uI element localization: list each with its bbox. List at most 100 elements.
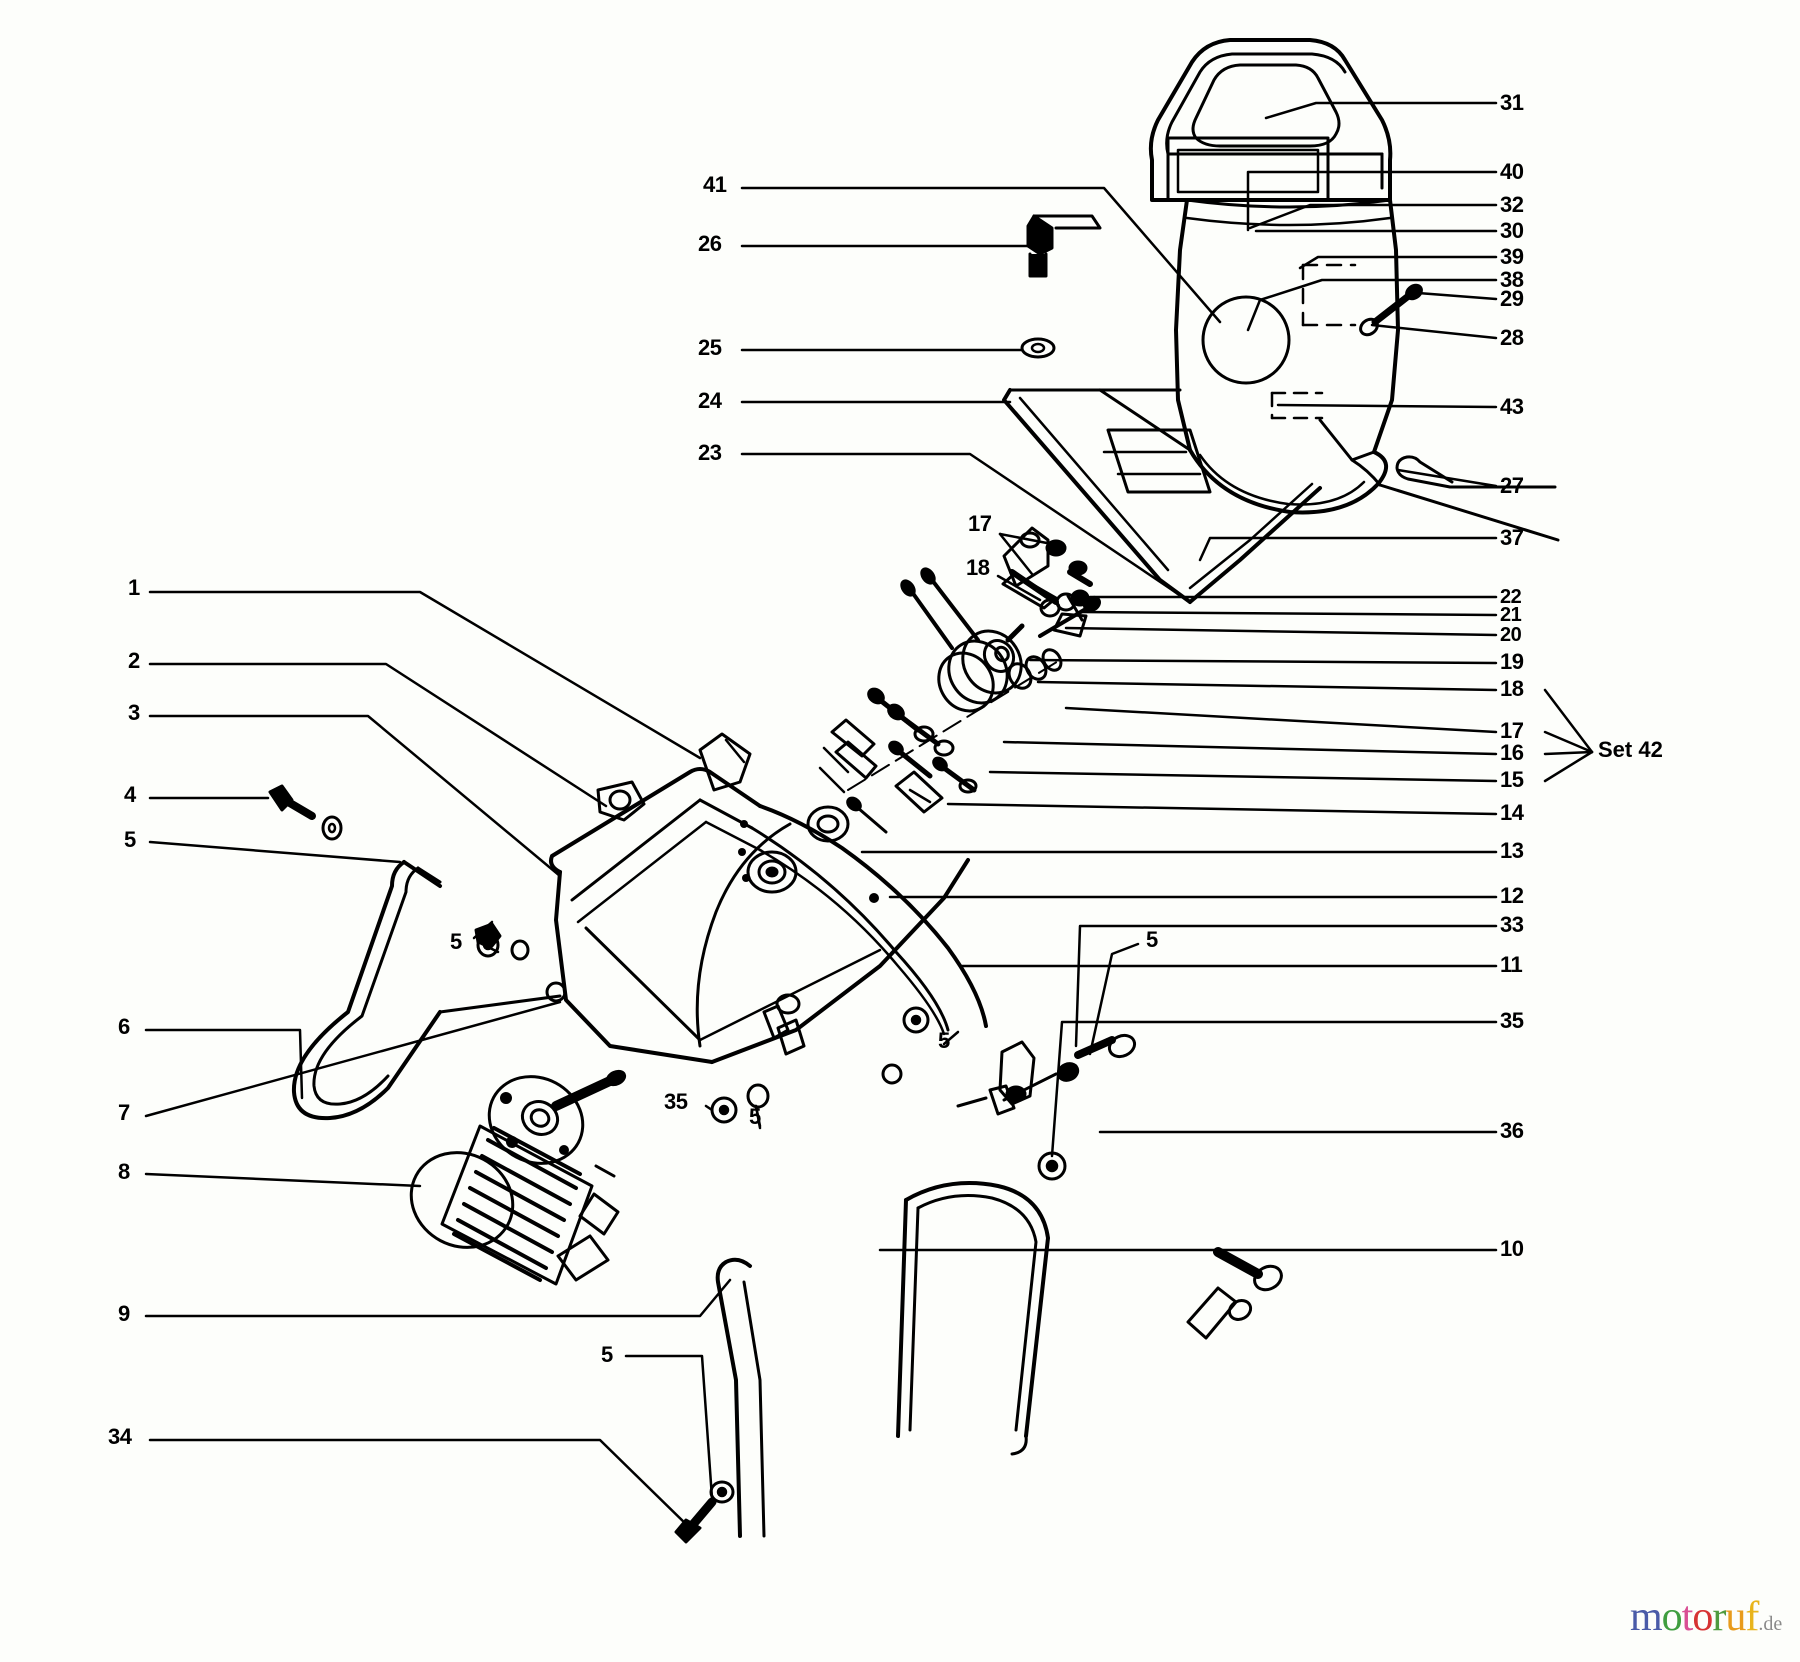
part-label-23[interactable]: 23 — [698, 440, 722, 465]
brace-16 — [1543, 750, 1594, 756]
part-label-7[interactable]: 7 — [118, 1100, 130, 1125]
part-label-2[interactable]: 2 — [128, 648, 140, 673]
leader-37 — [1198, 536, 1498, 562]
bolt-4-washer-5 — [268, 784, 343, 841]
leader-19 — [1028, 658, 1498, 665]
part-label-43[interactable]: 43 — [1500, 394, 1524, 419]
part-label-36[interactable]: 36 — [1500, 1118, 1524, 1143]
inline-label-35-a[interactable]: 35 — [664, 1089, 688, 1114]
inline-label-17[interactable]: 17 — [968, 511, 992, 536]
part-label-37[interactable]: 37 — [1500, 525, 1524, 550]
part-label-25[interactable]: 25 — [698, 335, 722, 360]
inline-label-5-a[interactable]: 5 — [450, 929, 462, 954]
leader-31 — [1264, 101, 1498, 120]
leader-34 — [148, 1438, 692, 1530]
part-label-15[interactable]: 15 — [1500, 767, 1524, 792]
inline-label-5-b[interactable]: 5 — [938, 1028, 950, 1053]
leader-40 — [1246, 170, 1498, 232]
part-label-11[interactable]: 11 — [1500, 952, 1523, 977]
part-label-40[interactable]: 40 — [1500, 159, 1524, 184]
leader-27 — [1396, 468, 1498, 488]
leader-5-d — [754, 1104, 762, 1128]
logo-letter-t: t — [1681, 1594, 1694, 1640]
rear-leg-stand — [896, 1181, 1050, 1456]
inline-label-5-e[interactable]: 5 — [601, 1342, 613, 1367]
part-label-16[interactable]: 16 — [1500, 740, 1524, 765]
part-label-30[interactable]: 30 — [1500, 218, 1524, 243]
leader-5-e — [624, 1354, 714, 1500]
part-label-12[interactable]: 12 — [1500, 883, 1524, 908]
inline-label-5-d[interactable]: 5 — [749, 1104, 761, 1129]
part-label-10[interactable]: 10 — [1500, 1236, 1524, 1261]
part-label-28[interactable]: 28 — [1500, 325, 1524, 350]
hardware-33-11 — [956, 1033, 1137, 1116]
leader-35-a — [704, 1104, 714, 1112]
leader-16 — [1002, 740, 1498, 756]
part-label-5[interactable]: 5 — [124, 827, 136, 852]
leader-28 — [1370, 323, 1498, 340]
leader-41 — [740, 186, 1222, 324]
brace-17 — [1543, 730, 1594, 754]
part-label-32[interactable]: 32 — [1500, 192, 1524, 217]
inline-label-18[interactable]: 18 — [966, 555, 990, 580]
part-label-8[interactable]: 8 — [118, 1159, 130, 1184]
leader-15 — [988, 770, 1498, 783]
part-label-35[interactable]: 35 — [1500, 1008, 1524, 1033]
part-label-1[interactable]: 1 — [128, 575, 140, 600]
leader-5 — [148, 840, 402, 864]
leader-33 — [1074, 924, 1498, 1048]
part-label-38[interactable]: 38 — [1500, 267, 1524, 292]
leader-9 — [144, 1278, 732, 1318]
front-leg-strut — [715, 1257, 766, 1538]
logo-letter-f: f — [1745, 1594, 1759, 1640]
part-label-20[interactable]: 20 — [1500, 624, 1522, 646]
handle-27 — [1350, 455, 1560, 542]
part-label-26[interactable]: 26 — [698, 231, 722, 256]
washer-25 — [1020, 337, 1056, 359]
main-housing — [549, 732, 988, 1064]
electric-motor — [409, 1069, 627, 1286]
feed-neck — [1002, 388, 1376, 604]
part-label-41[interactable]: 41 — [703, 172, 727, 197]
part-label-24[interactable]: 24 — [698, 388, 722, 413]
exploded-hardware-cluster — [818, 526, 1101, 834]
logo-suffix: .de — [1758, 1613, 1783, 1635]
part-label-18[interactable]: 18 — [1500, 676, 1524, 701]
brace-18 — [1543, 688, 1594, 754]
part-label-31[interactable]: 31 — [1500, 90, 1524, 115]
part-label-4[interactable]: 4 — [124, 782, 136, 807]
part-label-21[interactable]: 21 — [1500, 604, 1522, 626]
leader-17-detail-b — [998, 532, 1034, 576]
leader-18-detail — [996, 574, 1042, 602]
part-label-29[interactable]: 29 — [1500, 286, 1524, 311]
leader-38 — [1246, 278, 1498, 332]
hopper-funnel — [1148, 38, 1393, 202]
part-label-39[interactable]: 39 — [1500, 244, 1524, 269]
leader-17-detail-a — [998, 532, 1054, 546]
leader-23 — [740, 452, 1192, 604]
part-label-9[interactable]: 9 — [118, 1301, 130, 1326]
part-label-3[interactable]: 3 — [128, 700, 140, 725]
leader-14 — [946, 802, 1498, 816]
leader-5-c — [1088, 942, 1140, 1056]
leader-1 — [148, 590, 702, 760]
leader-20 — [1064, 626, 1498, 637]
pin-36 — [1186, 1247, 1283, 1340]
leader-8 — [144, 1172, 422, 1188]
part-label-22[interactable]: 22 — [1500, 586, 1522, 608]
logo-letter-m: m — [1630, 1594, 1663, 1640]
part-label-19[interactable]: 19 — [1500, 649, 1524, 674]
screw-34 — [674, 1480, 735, 1544]
part-label-17[interactable]: 17 — [1500, 718, 1524, 743]
inline-label-5-c[interactable]: 5 — [1146, 927, 1158, 952]
part-label-14[interactable]: 14 — [1500, 800, 1524, 825]
bolt-29-28 — [1359, 283, 1423, 337]
part-label-27[interactable]: 27 — [1500, 473, 1524, 498]
part-label-6[interactable]: 6 — [118, 1014, 130, 1039]
part-label-34[interactable]: 34 — [108, 1424, 132, 1449]
logo-letter-o2: o — [1692, 1594, 1713, 1640]
part-label-13[interactable]: 13 — [1500, 838, 1524, 863]
part-label-33[interactable]: 33 — [1500, 912, 1524, 937]
